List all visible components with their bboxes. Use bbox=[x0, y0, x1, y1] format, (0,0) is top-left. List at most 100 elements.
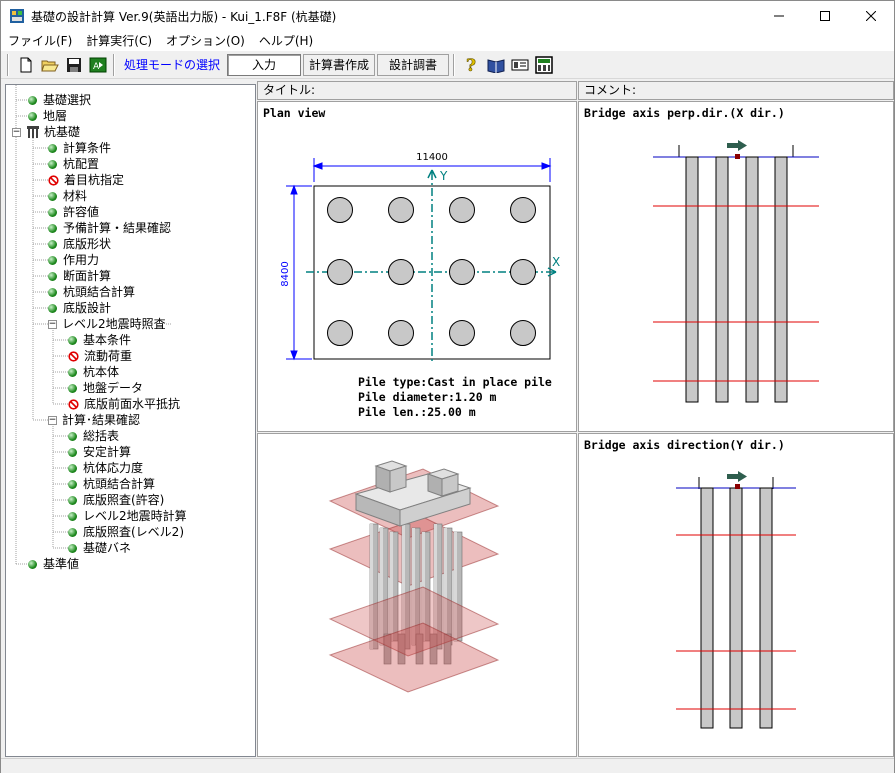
tree-item-label: 杭体応力度 bbox=[83, 461, 144, 475]
tree-item[interactable]: −計算･結果確認 bbox=[48, 412, 140, 428]
status-ok-icon bbox=[28, 559, 37, 569]
footing-walls bbox=[698, 477, 774, 489]
help-question-icon: ? bbox=[466, 56, 477, 74]
plan-view-panel[interactable]: Plan view 11400 8400 bbox=[257, 101, 577, 432]
tree-item-label: 作用力 bbox=[63, 253, 100, 267]
book-icon bbox=[487, 59, 505, 73]
open-file-button[interactable] bbox=[39, 54, 61, 76]
manual-button[interactable] bbox=[485, 54, 507, 76]
pile-3d bbox=[415, 633, 424, 665]
tree-item[interactable]: 基準値 bbox=[28, 556, 79, 572]
new-file-button[interactable] bbox=[15, 54, 37, 76]
toolbar: A 処理モードの選択 入力 計算書作成 設計調書 ? bbox=[1, 52, 894, 79]
comment-header: コメント: bbox=[578, 81, 894, 100]
tree-item[interactable]: 杭体応力度 bbox=[68, 460, 143, 476]
tree-item-label: 基本条件 bbox=[83, 333, 132, 347]
status-ok-icon bbox=[48, 207, 57, 217]
tree-item[interactable]: 杭頭結合計算 bbox=[68, 476, 155, 492]
minimize-icon bbox=[774, 15, 784, 17]
new-file-icon bbox=[20, 57, 32, 73]
tree-item[interactable]: 総括表 bbox=[68, 428, 119, 444]
status-ok-icon bbox=[48, 191, 57, 201]
tree-item[interactable]: −レベル2地震時照査 bbox=[48, 316, 166, 332]
tree-item[interactable]: 着目杭指定 bbox=[48, 172, 124, 188]
y-direction-panel[interactable]: Bridge axis direction(Y dir.) bbox=[578, 433, 894, 757]
status-ok-icon bbox=[68, 367, 77, 377]
tree-item-label: 着目杭指定 bbox=[64, 173, 125, 187]
tree-item[interactable]: 許容値 bbox=[48, 204, 99, 220]
collapse-icon[interactable]: − bbox=[48, 318, 57, 329]
pile-highlight bbox=[422, 532, 425, 641]
tree-item-label: 総括表 bbox=[83, 429, 120, 443]
save-button[interactable] bbox=[63, 54, 85, 76]
tree-item[interactable]: 基本条件 bbox=[68, 332, 131, 348]
pile-highlight bbox=[370, 524, 373, 649]
menu-help[interactable]: ヘルプ(H) bbox=[258, 34, 314, 48]
collapse-icon[interactable]: − bbox=[12, 126, 21, 137]
status-ok-icon bbox=[68, 543, 77, 553]
pile-highlight bbox=[444, 528, 447, 645]
pile-3d bbox=[383, 633, 392, 665]
close-button[interactable] bbox=[848, 1, 894, 31]
tree-item[interactable]: 杭配置 bbox=[48, 156, 99, 172]
tree-item[interactable]: 地盤データ bbox=[68, 380, 143, 396]
tree-item[interactable]: 基礎選択 bbox=[28, 92, 91, 108]
export-button[interactable]: A bbox=[87, 54, 109, 76]
status-ok-icon bbox=[48, 255, 57, 265]
x-direction-panel[interactable]: Bridge axis perp.dir.(X dir.) bbox=[578, 101, 894, 432]
pile-circle bbox=[388, 197, 414, 223]
tree-item[interactable]: −杭基礎 bbox=[12, 124, 80, 140]
tree-item-label: 許容値 bbox=[63, 205, 100, 219]
tree-item[interactable]: 底版形状 bbox=[48, 236, 111, 252]
tree-item[interactable]: 底版設計 bbox=[48, 300, 111, 316]
tree-item[interactable]: 地層 bbox=[28, 108, 67, 124]
navigation-tree[interactable]: 基礎選択地層−杭基礎計算条件杭配置着目杭指定材料許容値予備計算・結果確認底版形状… bbox=[5, 84, 256, 757]
design-summary-button[interactable]: 設計調書 bbox=[377, 54, 450, 76]
3d-view-panel[interactable] bbox=[257, 433, 577, 757]
id-card-icon bbox=[511, 59, 529, 71]
tree-item[interactable]: 杭本体 bbox=[68, 364, 119, 380]
input-mode-button[interactable]: 入力 bbox=[227, 54, 302, 76]
tree-item[interactable]: 計算条件 bbox=[48, 140, 111, 156]
tree-item[interactable]: 予備計算・結果確認 bbox=[48, 220, 171, 236]
column-side bbox=[389, 465, 407, 493]
tree-item[interactable]: 断面計算 bbox=[48, 268, 111, 284]
menu-file[interactable]: ファイル(F) bbox=[8, 34, 73, 48]
pile-circle bbox=[327, 259, 353, 285]
help-button[interactable]: ? bbox=[461, 54, 483, 76]
version-button[interactable] bbox=[509, 54, 531, 76]
pile-type-text: Pile type:Cast in place pile bbox=[358, 375, 552, 389]
collapse-icon[interactable]: − bbox=[48, 414, 57, 425]
pile-circle bbox=[327, 197, 353, 223]
tree-item-label: 基礎バネ bbox=[83, 541, 132, 555]
tree-item[interactable]: 基礎バネ bbox=[68, 540, 131, 556]
maximize-button[interactable] bbox=[802, 1, 848, 31]
y-direction-title: Bridge axis direction(Y dir.) bbox=[584, 438, 785, 452]
tree-item[interactable]: 底版照査(許容) bbox=[68, 492, 164, 508]
plan-view-title: Plan view bbox=[263, 106, 326, 120]
mode-select-label: 処理モードの選択 bbox=[124, 58, 221, 72]
pile-circle bbox=[388, 259, 414, 285]
menu-calculate[interactable]: 計算実行(C) bbox=[86, 34, 153, 48]
tree-item[interactable]: 安定計算 bbox=[68, 444, 131, 460]
tree-item-label: 底版設計 bbox=[63, 301, 112, 315]
tree-item[interactable]: 杭頭結合計算 bbox=[48, 284, 135, 300]
menu-options[interactable]: オプション(O) bbox=[166, 34, 245, 48]
tree-item[interactable]: レベル2地震時計算 bbox=[68, 508, 187, 524]
status-ok-icon bbox=[68, 383, 77, 393]
tree-item[interactable]: 材料 bbox=[48, 188, 87, 204]
pile-circle bbox=[327, 320, 353, 346]
status-ok-icon bbox=[28, 95, 37, 105]
close-icon bbox=[866, 11, 876, 21]
tree-item[interactable]: 底版前面水平抵抗 bbox=[68, 396, 180, 412]
tree-item[interactable]: 作用力 bbox=[48, 252, 99, 268]
toolbar-grip bbox=[7, 54, 9, 76]
tree-item[interactable]: 流動荷重 bbox=[68, 348, 132, 364]
web-button[interactable] bbox=[533, 54, 555, 76]
status-ok-icon bbox=[68, 511, 77, 521]
tree-item[interactable]: 底版照査(レベル2) bbox=[68, 524, 184, 540]
x-axis-label: X bbox=[552, 255, 560, 269]
report-mode-button[interactable]: 計算書作成 bbox=[303, 54, 376, 76]
minimize-button[interactable] bbox=[756, 1, 802, 31]
status-ok-icon bbox=[48, 223, 57, 233]
